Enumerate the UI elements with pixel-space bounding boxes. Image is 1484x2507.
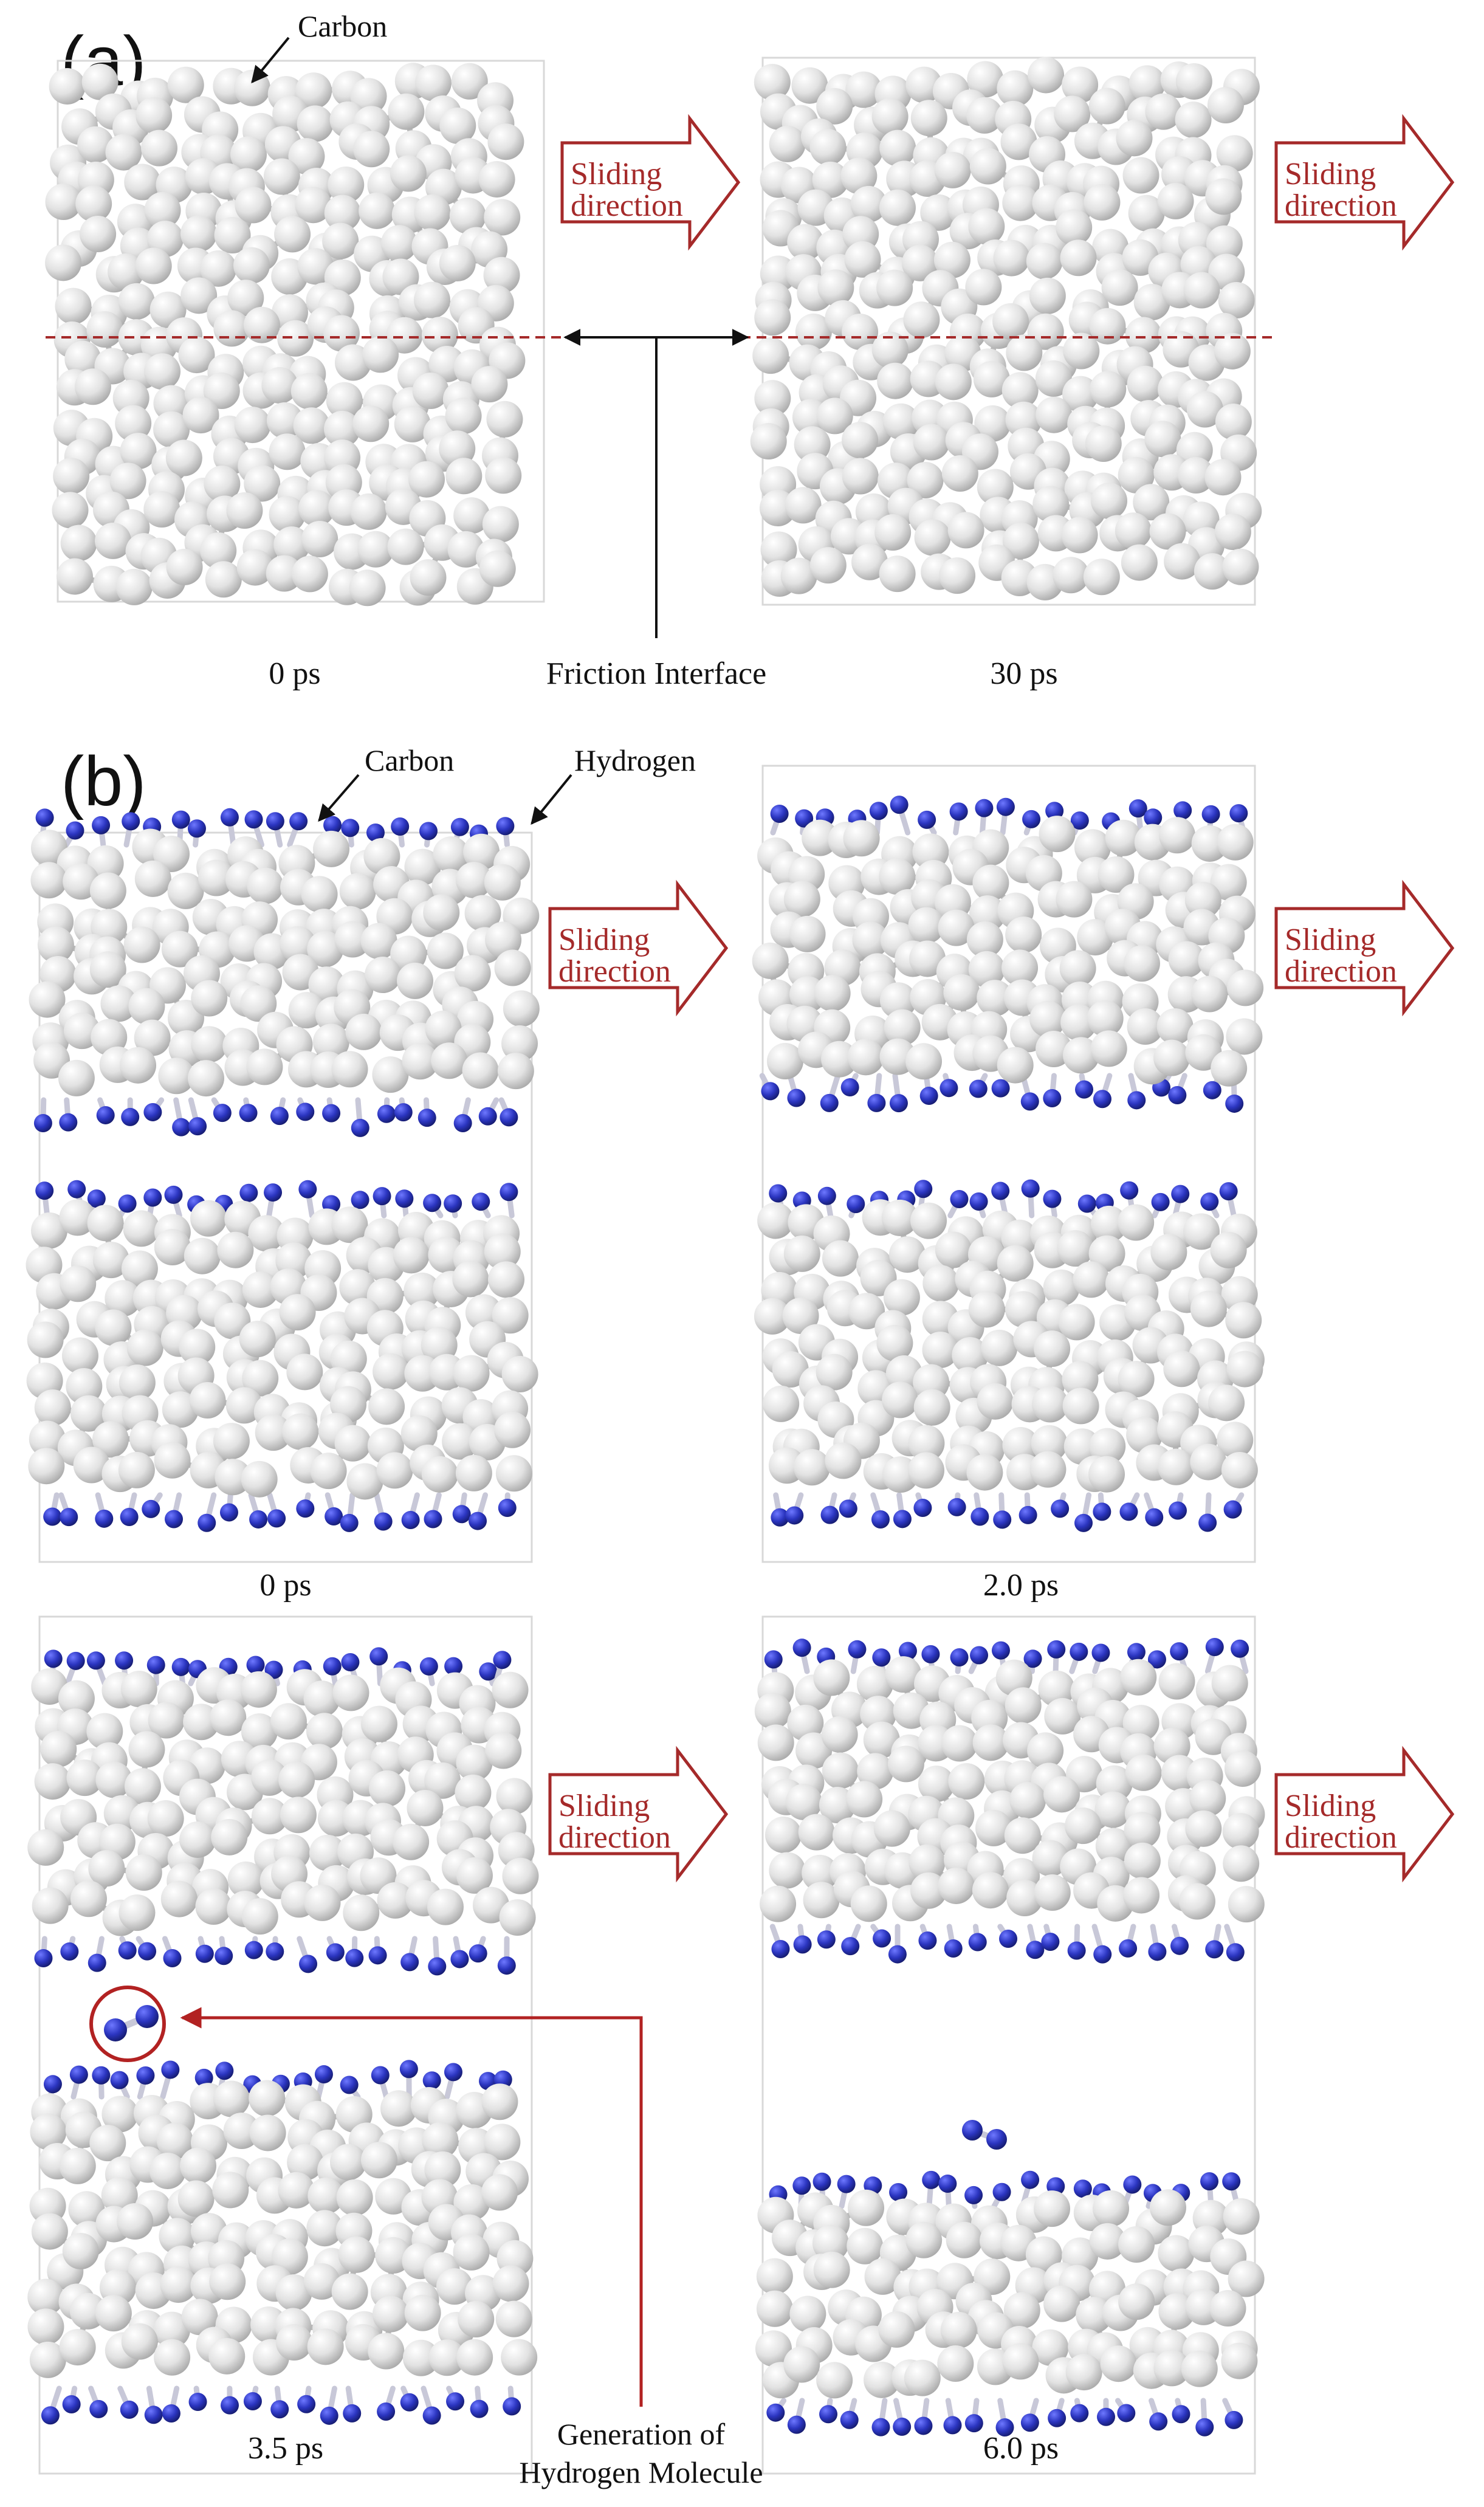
generated-h2-molecule — [104, 2005, 159, 2041]
h2-highlight-circle — [89, 1986, 166, 2062]
time-label-b-2: 2.0 ps — [983, 1568, 1059, 1603]
free-h2-6ps — [962, 2120, 1007, 2150]
sliding-text-2: direction — [1285, 954, 1397, 989]
sliding-text-2: direction — [1285, 1820, 1397, 1855]
carbon-pointer-a — [251, 36, 290, 84]
sliding-text-2: direction — [558, 1820, 671, 1855]
panel-b-tag: (b) — [61, 743, 146, 820]
hc-slab-b1-top — [29, 808, 540, 1137]
time-label-b-3_5: 3.5 ps — [248, 2431, 323, 2466]
sliding-arrow-b4: Sliding direction — [1274, 1745, 1455, 1883]
sliding-text-1: Sliding — [1285, 1789, 1376, 1823]
time-label-b-6: 6.0 ps — [983, 2431, 1059, 2466]
sliding-arrow-a-left: Sliding direction — [560, 114, 741, 251]
box-b2 — [761, 765, 1256, 1563]
hc-slab-b3-bottom — [27, 2060, 538, 2425]
sliding-text-1: Sliding — [558, 1789, 650, 1823]
time-label-a-0: 0 ps — [269, 656, 320, 691]
sliding-arrow-b3: Sliding direction — [548, 1745, 729, 1883]
hc-slab-b2-top — [752, 796, 1264, 1113]
carbon-label-a: Carbon — [298, 9, 387, 43]
carbon-pointer-b — [318, 774, 360, 822]
friction-interface-label: Friction Interface — [546, 656, 766, 691]
sliding-text-2: direction — [571, 188, 683, 223]
hc-slab-b2-bottom — [754, 1179, 1265, 1532]
sliding-text-1: Sliding — [558, 923, 650, 957]
carbon-label-b: Carbon — [365, 743, 454, 777]
sliding-text-2: direction — [1285, 188, 1397, 223]
carbon-slab-a-left — [45, 63, 526, 607]
hc-slab-b4-bottom — [755, 2170, 1265, 2437]
generation-leader — [180, 2007, 643, 2407]
hc-slab-b1-bottom — [26, 1180, 538, 1532]
carbon-slab-a-right — [750, 57, 1262, 600]
sliding-text-1: Sliding — [1285, 923, 1376, 957]
sliding-text-1: Sliding — [571, 157, 662, 191]
box-b4 — [761, 1615, 1256, 2475]
hc-slab-b4-top — [754, 1637, 1265, 1964]
time-label-b-0: 0 ps — [259, 1568, 311, 1603]
sliding-text-2: direction — [558, 954, 671, 989]
hc-slab-b3-top — [27, 1647, 539, 1976]
generation-label-1: Generation of — [557, 2417, 726, 2451]
sliding-arrow-a-right: Sliding direction — [1274, 114, 1455, 251]
hydrogen-label: Hydrogen — [574, 743, 696, 777]
sliding-arrow-b1: Sliding direction — [548, 879, 729, 1017]
box-b3 — [38, 1615, 533, 2475]
hydrogen-pointer — [531, 774, 572, 825]
sliding-arrow-b2: Sliding direction — [1274, 879, 1455, 1017]
time-label-a-30: 30 ps — [990, 656, 1057, 691]
generation-label-2: Hydrogen Molecule — [519, 2455, 763, 2489]
sliding-text-1: Sliding — [1285, 157, 1376, 191]
